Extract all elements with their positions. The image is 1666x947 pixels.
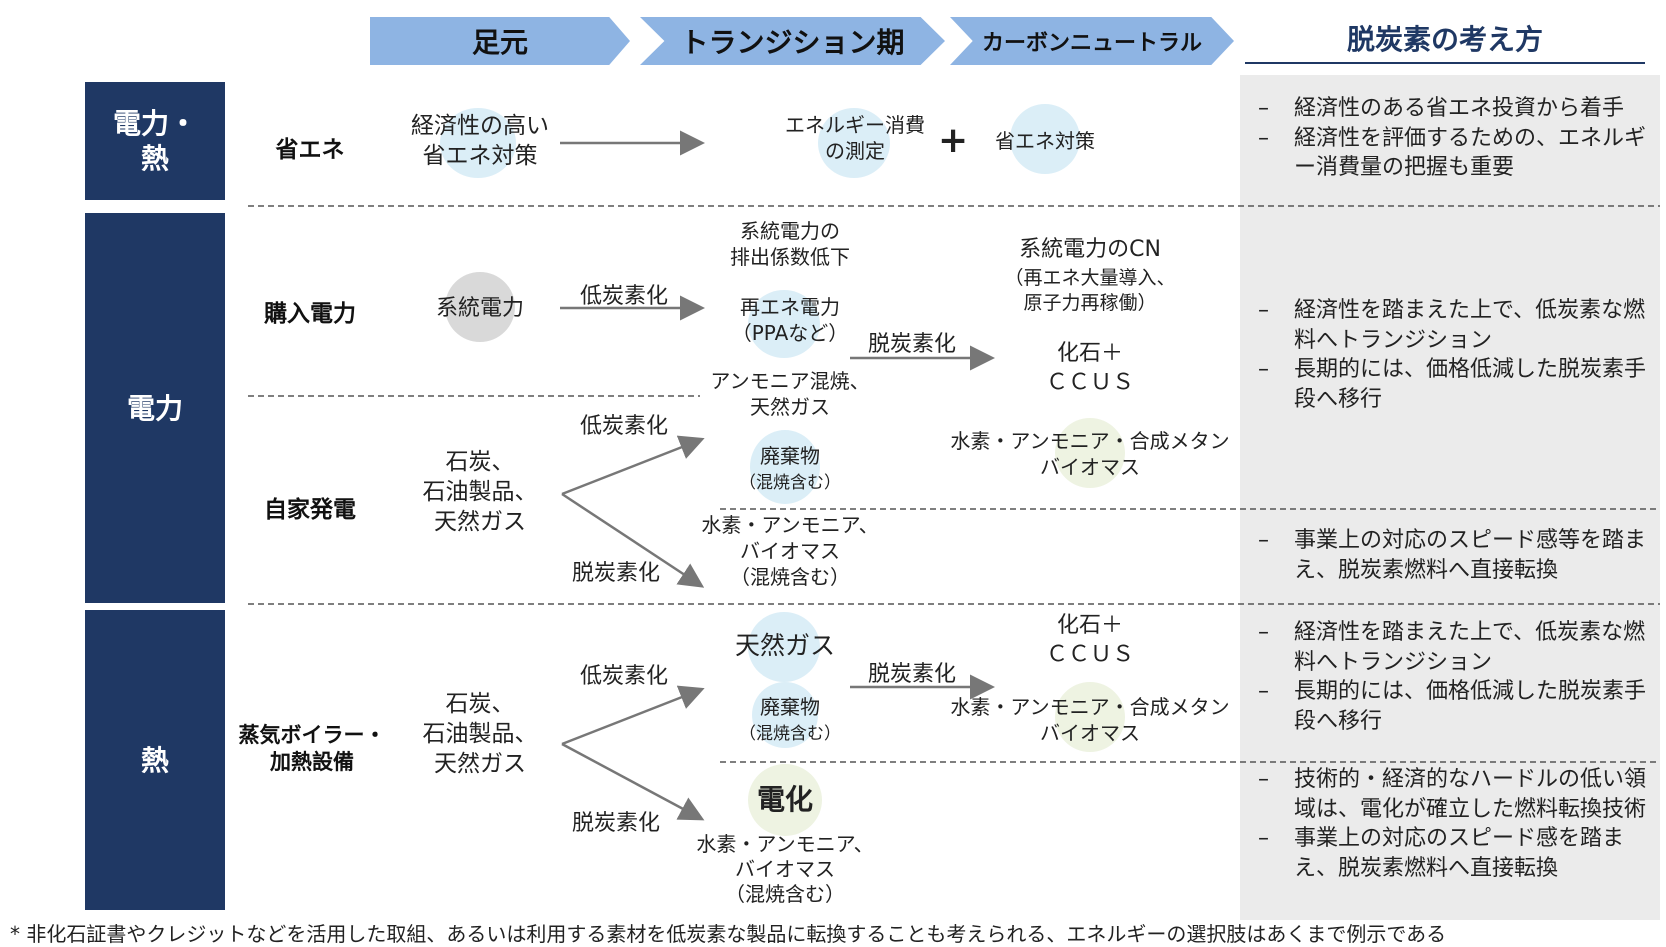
purchased-cn-1: 系統電力のCN [1019, 237, 1161, 262]
purchased-arrow2-label: 脱炭素化 [868, 332, 957, 357]
bullet: 事業上の対応のスピード感を踏まえ、脱炭素燃料へ直接転換 [1258, 824, 1653, 883]
approach-bullets-5: 技術的・経済的なハードルの低い領域は、電化が確立した燃料転換技術 事業上の対応の… [1258, 765, 1653, 884]
bullet: 長期的には、価格低減した脱炭素手段へ移行 [1258, 677, 1653, 736]
purchased-cn-2: （再エネ大量導入、 原子力再稼働） [1004, 267, 1176, 314]
footnote: * 非化石証書やクレジットなどを活用した取組、あるいは利用する素材を低炭素な製品… [10, 922, 1447, 946]
bullet: 経済性を評価するための、エネルギー消費量の把握も重要 [1258, 124, 1653, 183]
phase-carbon-neutral: カーボンニュートラル [950, 17, 1234, 65]
phase-transition: トランジション期 [640, 17, 945, 65]
heat-transition-1: 天然ガス [734, 631, 835, 660]
energy-saving-cn: 省エネ対策 [995, 129, 1095, 153]
bubble [445, 272, 515, 342]
selfgen-transition-1: アンモニア混焼、 天然ガス [710, 369, 870, 419]
phase-current: 足元 [370, 17, 630, 65]
bullet: 長期的には、価格低減した脱炭素手段へ移行 [1258, 355, 1653, 414]
bubble [748, 612, 820, 682]
purchased-current: 系統電力 [435, 296, 524, 321]
heat-cn-2: 水素・アンモニア・合成メタン バイオマス [950, 695, 1230, 745]
heat-arrow2-label: 脱炭素化 [868, 662, 957, 687]
heat-cn-1: 化石＋ ＣＣＵＳ [1045, 613, 1134, 667]
bullet: 事業上の対応のスピード感等を踏まえ、脱炭素燃料へ直接転換 [1258, 526, 1653, 585]
bullet: 経済性のある省エネ投資から着手 [1258, 94, 1653, 124]
heat-transition-4: 水素・アンモニア、 バイオマス （混焼含む） [696, 832, 874, 906]
selfgen-up-label: 低炭素化 [580, 414, 669, 439]
bullet: 経済性を踏まえた上で、低炭素な燃料へトランジション [1258, 618, 1653, 677]
purchased-transition-2: 再エネ電力 （PPAなど） [731, 295, 849, 345]
category-power: 電力 [85, 213, 225, 603]
selfgen-transition-2: 廃棄物 [760, 444, 820, 468]
row-self-generation: 自家発電 [264, 497, 356, 523]
heat-up-label: 低炭素化 [580, 664, 669, 689]
arrow-selfgen-up [561, 435, 705, 496]
row-energy-saving: 省エネ [275, 137, 345, 163]
purchased-cn-3: 化石＋ ＣＣＵＳ [1045, 341, 1134, 395]
approach-bullets-4: 経済性を踏まえた上で、低炭素な燃料へトランジション 長期的には、価格低減した脱炭… [1258, 618, 1653, 737]
bullet: 経済性を踏まえた上で、低炭素な燃料へトランジション [1258, 296, 1653, 355]
heat-transition-3: 電化 [756, 783, 813, 816]
selfgen-transition-2b: （混焼含む） [739, 473, 841, 493]
purchased-transition-1: 系統電力の 排出係数低下 [730, 219, 850, 269]
row-boiler-heating: 蒸気ボイラー・ 加熱設備 [238, 723, 386, 775]
bubble [440, 108, 516, 178]
bubble [1055, 418, 1125, 488]
bubble [748, 764, 822, 836]
energy-saving-current: 経済性の高い 省エネ対策 [411, 113, 549, 169]
selfgen-down-label: 脱炭素化 [572, 561, 661, 586]
category-heat: 熱 [85, 610, 225, 910]
approach-bullets-2: 経済性を踏まえた上で、低炭素な燃料へトランジション 長期的には、価格低減した脱炭… [1258, 296, 1653, 415]
row-purchased-power: 購入電力 [264, 301, 356, 327]
selfgen-current: 石炭、 石油製品、 天然ガス [422, 449, 538, 535]
bubble [818, 108, 890, 178]
bubble [750, 430, 820, 504]
bubble [1010, 104, 1080, 174]
heat-transition-2b: （混焼含む） [739, 724, 841, 744]
energy-saving-transition: エネルギー消費 の測定 [785, 113, 925, 163]
heat-current: 石炭、 石油製品、 天然ガス [422, 691, 538, 777]
purchased-arrow-label: 低炭素化 [580, 284, 669, 309]
arrow-heat-down [561, 742, 705, 821]
heat-down-label: 脱炭素化 [572, 811, 661, 836]
bubble [1055, 682, 1125, 752]
decarbonization-approach-header: 脱炭素の考え方 [1245, 18, 1645, 64]
plus-sign: + [938, 120, 969, 161]
arrow-selfgen-down [561, 492, 705, 588]
bullet: 技術的・経済的なハードルの低い領域は、電化が確立した燃料転換技術 [1258, 765, 1653, 824]
purchased-cn-4: 水素・アンモニア・合成メタン バイオマス [950, 429, 1230, 479]
approach-bullets-3: 事業上の対応のスピード感等を踏まえ、脱炭素燃料へ直接転換 [1258, 526, 1653, 585]
arrow-heat-up [561, 685, 705, 746]
category-power-heat: 電力・ 熱 [85, 82, 225, 200]
approach-bullets-1: 経済性のある省エネ投資から着手 経済性を評価するための、エネルギー消費量の把握も… [1258, 94, 1653, 183]
bubble [748, 290, 820, 358]
selfgen-transition-3: 水素・アンモニア、 バイオマス （混焼含む） [701, 513, 879, 589]
bubble [752, 682, 818, 748]
heat-transition-2: 廃棄物 [760, 695, 820, 719]
